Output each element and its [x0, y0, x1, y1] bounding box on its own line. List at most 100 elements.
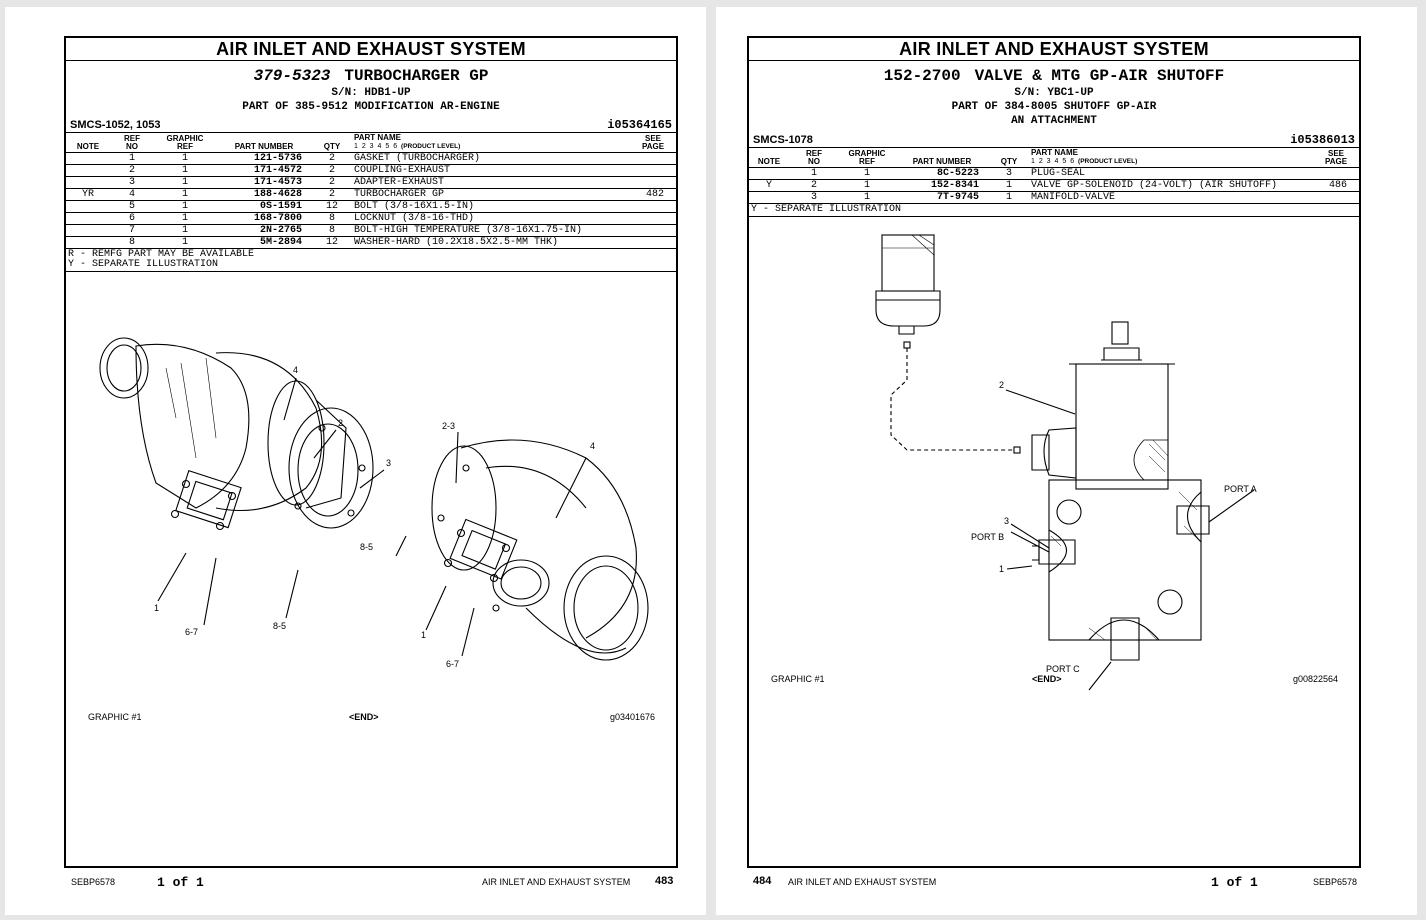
- row-qty: 2: [312, 152, 352, 165]
- row-see-page: [630, 200, 676, 213]
- row-graphic-ref: 1: [154, 164, 216, 177]
- callout: 6-7: [446, 659, 459, 669]
- row-part-number: 152-8341: [895, 179, 989, 192]
- row-graphic-ref: 1: [154, 188, 216, 201]
- row-see-page: [630, 152, 676, 165]
- footer-page-number: 484: [753, 875, 772, 887]
- note-line: Y - SEPARATE ILLUSTRATION: [751, 204, 902, 215]
- row-part-name: BOLT-HIGH TEMPERATURE (3/8-16X1.75-IN): [352, 224, 630, 237]
- callout: 3: [386, 458, 391, 468]
- callout: 4: [293, 365, 298, 375]
- callout: 1: [421, 630, 426, 640]
- callout: 1: [154, 603, 159, 613]
- notes-block: R - REMFG PART MAY BE AVAILABLE Y - SEPA…: [66, 249, 676, 272]
- row-part-number: 8C-5223: [895, 167, 989, 180]
- graphic-id: g00822564: [1293, 674, 1339, 684]
- row-part-name: WASHER-HARD (10.2X18.5X2.5-MM THK): [352, 236, 630, 249]
- turbine-flange: [431, 445, 497, 571]
- row-part-name: ADAPTER-EXHAUST: [352, 176, 630, 189]
- coupling-ring: [288, 407, 374, 529]
- doc-id: i05364165: [607, 118, 672, 132]
- compressor-housing: [267, 380, 325, 506]
- row-qty: 8: [312, 224, 352, 237]
- row-note: [66, 224, 110, 237]
- row-qty: 12: [312, 200, 352, 213]
- callout: 1: [999, 564, 1004, 574]
- row-ref-no: 4: [110, 188, 154, 201]
- notes-block: Y - SEPARATE ILLUSTRATION: [749, 204, 1359, 217]
- compressor-outlet: [563, 555, 649, 661]
- row-part-number: 171-4572: [216, 164, 312, 177]
- group-part-number: 152-2700: [883, 67, 961, 85]
- row-part-number: 0S-1591: [216, 200, 312, 213]
- system-title: AIR INLET AND EXHAUST SYSTEM: [66, 38, 676, 61]
- footer-section: AIR INLET AND EXHAUST SYSTEM: [482, 877, 631, 887]
- row-part-name: COUPLING-EXHAUST: [352, 164, 630, 177]
- row-graphic-ref: 1: [154, 200, 216, 213]
- shutoff-valve-illustration: 2 3 1 PORT A PORT B PORT C: [875, 234, 1257, 691]
- group-name: TURBOCHARGER GP: [344, 67, 489, 85]
- row-note: [66, 212, 110, 225]
- row-see-page: [630, 212, 676, 225]
- port-a-label: PORT A: [1224, 484, 1257, 494]
- smcs-line: SMCS-1052, 1053 i05364165: [66, 119, 676, 132]
- callout: 3: [1004, 516, 1009, 526]
- row-qty: 2: [312, 176, 352, 189]
- row-graphic-ref: 1: [154, 212, 216, 225]
- row-note: [749, 191, 789, 204]
- col-qty: QTY: [312, 132, 352, 153]
- row-qty: 2: [312, 164, 352, 177]
- row-part-number: 171-4573: [216, 176, 312, 189]
- row-ref-no: 2: [110, 164, 154, 177]
- row-part-number: 121-5736: [216, 152, 312, 165]
- graphic-id: g03401676: [610, 712, 656, 722]
- attachment-note: AN ATTACHMENT: [1011, 115, 1097, 127]
- callout: 4: [590, 441, 595, 451]
- col-qty: QTY: [989, 147, 1029, 168]
- row-note: [66, 176, 110, 189]
- row-graphic-ref: 1: [154, 176, 216, 189]
- row-ref-no: 5: [110, 200, 154, 213]
- row-part-name: PLUG-SEAL: [1029, 167, 1313, 180]
- row-qty: 2: [312, 188, 352, 201]
- row-qty: 1: [989, 179, 1029, 192]
- row-ref-no: 2: [789, 179, 839, 192]
- col-note: NOTE: [66, 132, 110, 153]
- row-qty: 3: [989, 167, 1029, 180]
- row-note: Y: [749, 179, 789, 192]
- callout: 8-5: [273, 621, 286, 631]
- row-part-name: LOCKNUT (3/8-16-THD): [352, 212, 630, 225]
- callout: 2-3: [442, 421, 455, 431]
- row-ref-no: 1: [789, 167, 839, 180]
- footer-doc: SEBP6578: [1313, 877, 1358, 887]
- row-note: YR: [66, 188, 110, 201]
- row-part-number: 188-4628: [216, 188, 312, 201]
- row-ref-no: 1: [110, 152, 154, 165]
- row-part-name: TURBOCHARGER GP: [352, 188, 630, 201]
- end-label: <END>: [1032, 674, 1062, 684]
- connector-plug: [881, 234, 935, 292]
- row-part-number: 7T-9745: [895, 191, 989, 204]
- col-note: NOTE: [749, 147, 789, 168]
- col-part-number: PART NUMBER: [895, 147, 989, 168]
- port-b-label: PORT B: [971, 532, 1004, 542]
- row-graphic-ref: 1: [154, 236, 216, 249]
- solenoid-body: [1075, 363, 1169, 490]
- system-title: AIR INLET AND EXHAUST SYSTEM: [749, 38, 1359, 61]
